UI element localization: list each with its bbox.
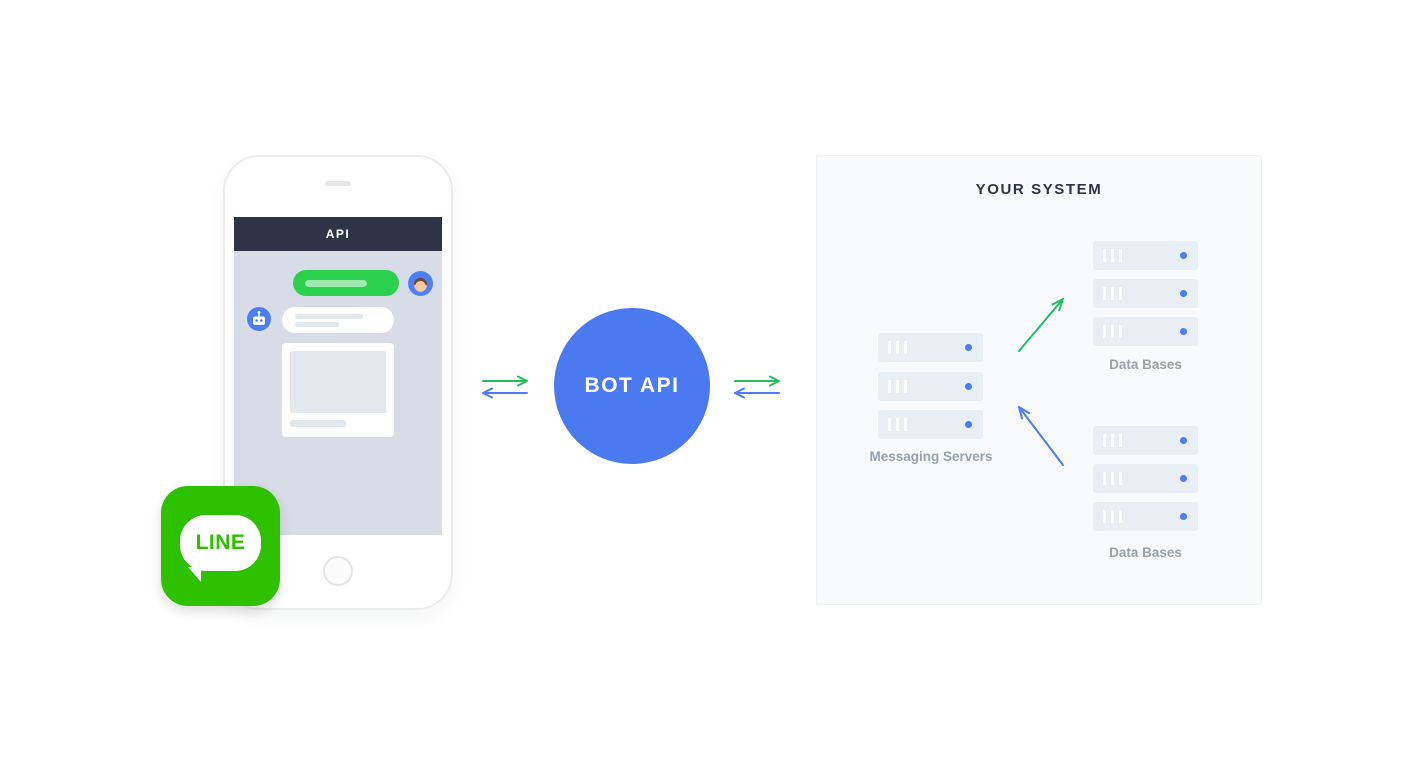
robot-avatar-icon [247,307,271,331]
database-bar [1093,317,1198,346]
exchange-arrows-right [733,374,781,405]
text-placeholder-line [295,322,339,327]
arrow-left-icon [734,387,780,399]
caption-placeholder-line [290,420,346,427]
status-dot-icon [1180,290,1187,297]
green-uplink-arrow [1013,291,1069,362]
chat-body [234,251,442,535]
messaging-servers-label: Messaging Servers [869,449,993,464]
arrow-right-icon [482,375,528,387]
status-dot-icon [965,344,972,351]
server-bar [878,333,983,362]
user-avatar-icon [408,271,433,296]
server-vents-icon [1103,287,1122,300]
server-vents-icon [1103,325,1122,338]
database-bar [1093,464,1198,493]
server-vents-icon [1103,472,1122,485]
status-dot-icon [1180,252,1187,259]
server-vents-icon [1103,434,1122,447]
text-placeholder-line [305,280,367,287]
server-vents-icon [888,418,907,431]
server-bar [878,372,983,401]
bot-api-node: BOT API [554,308,710,464]
phone-home-button [323,556,353,586]
databases-bottom-label: Data Bases [1109,545,1182,560]
status-dot-icon [965,383,972,390]
server-vents-icon [1103,249,1122,262]
database-bar [1093,502,1198,531]
server-bar [878,410,983,439]
chat-header-title: API [234,217,442,251]
exchange-arrows-left [481,374,529,405]
status-dot-icon [1180,475,1187,482]
line-logo: LINE [161,486,280,606]
database-bar [1093,426,1198,455]
phone-mockup: API [223,155,453,610]
server-vents-icon [888,341,907,354]
status-dot-icon [1180,513,1187,520]
arrow-right-icon [734,375,780,387]
status-dot-icon [1180,437,1187,444]
received-message-bubble [282,307,394,333]
image-placeholder [290,351,386,413]
status-dot-icon [1180,328,1187,335]
status-dot-icon [965,421,972,428]
phone-speaker-bar [325,181,351,186]
panel-title: YOUR SYSTEM [975,181,1103,198]
line-logo-speech-bubble: LINE [180,515,261,571]
blue-return-arrow [1013,401,1069,476]
server-vents-icon [888,380,907,393]
speech-bubble-tail [188,567,201,582]
text-placeholder-line [295,314,363,319]
your-system-panel: YOUR SYSTEM Messaging Servers Data B [816,155,1262,605]
phone-screen: API [234,217,442,535]
arrow-left-icon [482,387,528,399]
database-bar [1093,241,1198,270]
server-vents-icon [1103,510,1122,523]
image-message-card [282,343,394,437]
database-bar [1093,279,1198,308]
sent-message-bubble [293,270,399,296]
databases-top-label: Data Bases [1109,357,1182,372]
